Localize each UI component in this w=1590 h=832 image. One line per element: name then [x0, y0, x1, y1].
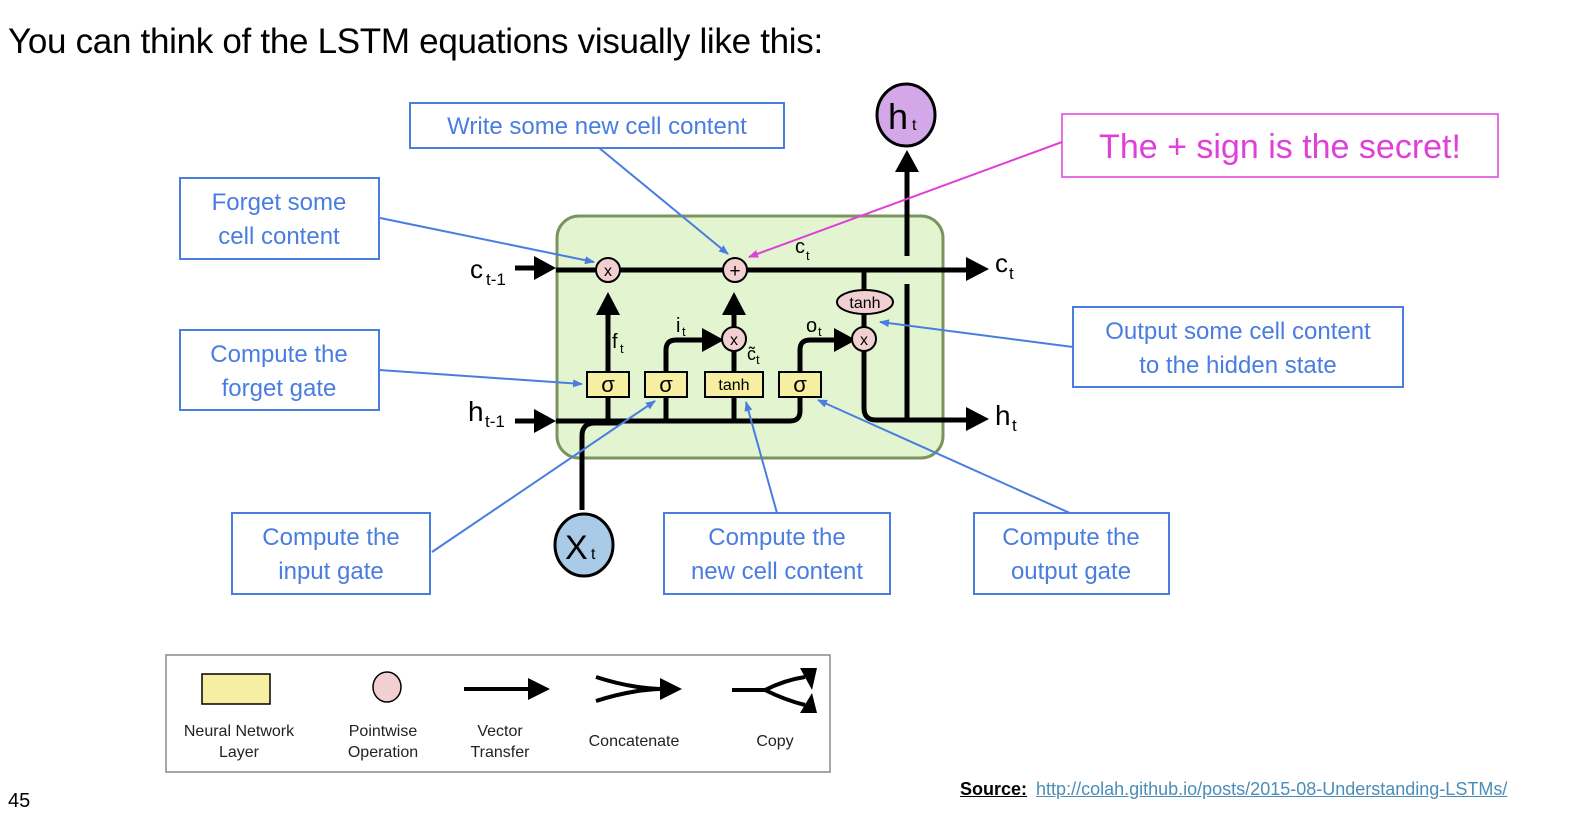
h-top-sub: t — [912, 117, 917, 134]
callout-output-gate: Compute the output gate — [973, 512, 1170, 595]
callout-input-gate: Compute the input gate — [231, 512, 431, 595]
svg-text:Vector: Vector — [477, 723, 523, 740]
svg-text:Layer: Layer — [219, 744, 260, 761]
tanh-op: tanh — [836, 289, 894, 315]
h-prev-label: h — [468, 396, 484, 427]
h-prev-sub: t-1 — [485, 412, 505, 431]
svg-text:Compute the: Compute the — [1002, 524, 1139, 551]
h-top-label: h — [888, 96, 908, 137]
h-out-label: h — [995, 400, 1011, 431]
svg-text:Compute the: Compute the — [708, 524, 845, 551]
callout-output-content: Output some cell content to the hidden s… — [1072, 306, 1404, 388]
svg-text:Copy: Copy — [756, 733, 793, 750]
svg-text:Forget some: Forget some — [212, 189, 347, 216]
svg-text:σ: σ — [659, 372, 673, 397]
page-number: 45 — [8, 790, 31, 812]
slide-title: You can think of the LSTM equations visu… — [8, 22, 823, 61]
callout-forget-content: Forget some cell content — [179, 177, 380, 260]
c-state-label: c — [795, 236, 805, 258]
x-input-line — [579, 420, 620, 510]
h-top-node: h t — [875, 82, 937, 148]
h-prev-input: h t-1 — [468, 396, 556, 433]
svg-text:output gate: output gate — [1011, 558, 1131, 585]
svg-text:forget gate: forget gate — [222, 375, 337, 402]
svg-text:to the hidden state: to the hidden state — [1139, 352, 1336, 379]
legend-vector-transfer-icon — [464, 678, 550, 700]
f-sub: t — [620, 341, 624, 356]
svg-text:Operation: Operation — [348, 744, 418, 761]
callout-new-cell: Compute the new cell content — [663, 512, 891, 595]
callout-forget-gate: Compute the forget gate — [179, 329, 380, 411]
svg-text:tanh: tanh — [718, 377, 749, 394]
input-gate-layer: σ — [644, 371, 688, 398]
x-input-label: X — [565, 529, 588, 567]
o-label: o — [806, 315, 817, 337]
svg-text:cell content: cell content — [218, 223, 340, 250]
callout-pointers — [379, 146, 1074, 553]
c-tilde-sub: t — [756, 352, 760, 367]
input-multiply-op: x — [721, 326, 747, 352]
output-gate-layer: σ — [778, 371, 822, 398]
c-out-label: c — [995, 248, 1008, 278]
x-input-sub: t — [591, 546, 596, 563]
output-multiply-op: x — [851, 326, 877, 352]
callout-secret: The + sign is the secret! — [1061, 113, 1499, 178]
svg-text:σ: σ — [793, 372, 807, 397]
svg-text:+: + — [729, 261, 740, 282]
forget-multiply-op: x — [595, 257, 621, 283]
forget-gate-layer: σ — [586, 371, 630, 398]
c-out-sub: t — [1009, 264, 1014, 283]
svg-text:Write some new cell content: Write some new cell content — [447, 113, 747, 140]
add-op: + — [722, 257, 748, 283]
svg-text:Output some cell content: Output some cell content — [1105, 318, 1371, 345]
c-out-arrowhead — [966, 257, 989, 281]
c-prev-input: c t-1 — [470, 254, 556, 289]
source-citation: Source: http://colah.github.io/posts/201… — [960, 779, 1507, 800]
svg-text:x: x — [604, 263, 612, 280]
secret-pointer — [748, 141, 1063, 258]
svg-text:σ: σ — [601, 372, 615, 397]
o-sub: t — [818, 324, 822, 339]
f-label: f — [612, 331, 618, 353]
svg-text:Pointwise: Pointwise — [349, 723, 418, 740]
legend-concatenate-icon — [595, 675, 682, 703]
source-link[interactable]: http://colah.github.io/posts/2015-08-Und… — [1036, 779, 1508, 799]
svg-text:Transfer: Transfer — [471, 744, 531, 761]
i-sub: t — [682, 324, 686, 339]
c-prev-label: c — [470, 254, 483, 284]
x-input-node: X t — [553, 512, 615, 578]
c-tilde-label: c̃ — [747, 344, 756, 364]
svg-text:Compute the: Compute the — [262, 524, 399, 551]
tanh-layer: tanh — [704, 371, 764, 398]
svg-text:The + sign is the secret!: The + sign is the secret! — [1099, 128, 1461, 166]
svg-text:x: x — [860, 332, 868, 349]
hidden-concat-line — [556, 396, 803, 424]
svg-text:Neural Network: Neural Network — [184, 723, 295, 740]
source-label: Source: — [960, 779, 1028, 799]
legend-copy-icon — [732, 668, 817, 713]
c-prev-sub: t-1 — [486, 270, 506, 289]
legend: Neural Network Layer Pointwise Operation… — [165, 654, 831, 773]
legend-layer-icon — [201, 673, 271, 705]
c-state-sub: t — [806, 248, 810, 263]
svg-text:new cell content: new cell content — [691, 558, 863, 585]
svg-text:Concatenate: Concatenate — [589, 733, 680, 750]
callout-write-new-cell: Write some new cell content — [409, 102, 785, 149]
svg-text:tanh: tanh — [849, 295, 880, 312]
h-out-sub: t — [1012, 416, 1017, 435]
svg-text:input gate: input gate — [278, 558, 383, 585]
svg-text:x: x — [730, 332, 738, 349]
legend-pointwise-icon — [372, 671, 402, 703]
h-top-arrowhead — [895, 150, 919, 172]
i-label: i — [676, 315, 680, 337]
svg-text:Compute the: Compute the — [210, 341, 347, 368]
